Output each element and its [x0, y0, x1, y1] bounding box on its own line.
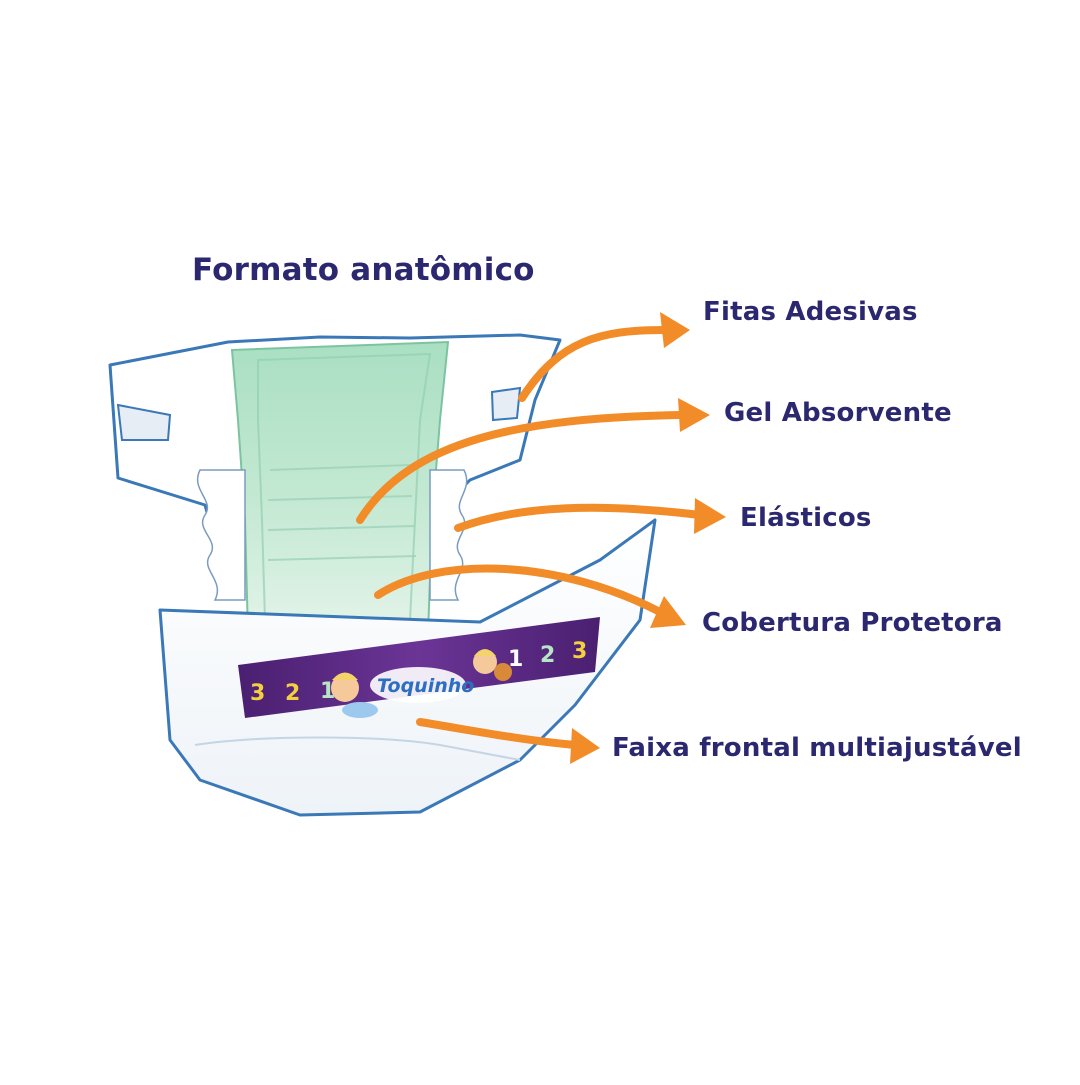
arrow-elasticos — [454, 503, 704, 532]
arrows — [356, 326, 704, 749]
svg-text:3: 3 — [250, 681, 265, 706]
band-numbers-right: 1 2 3 — [508, 639, 587, 672]
svg-text:1: 1 — [508, 647, 523, 672]
svg-text:2: 2 — [285, 681, 300, 706]
diagram-title: Formato anatômico — [192, 252, 535, 288]
svg-text:2: 2 — [540, 643, 555, 668]
baby-figure-right — [473, 649, 512, 681]
toquinho-logo: Toquinho — [370, 667, 474, 703]
arrow-faixa-frontal — [416, 718, 579, 749]
arrow-heads — [570, 312, 726, 764]
label-faixa-frontal: Faixa frontal multiajustável — [612, 733, 1022, 763]
right-tape — [490, 386, 522, 422]
label-cobertura-protetora: Cobertura Protetora — [702, 608, 1003, 638]
label-elasticos: Elásticos — [740, 503, 872, 533]
baby-figure-left — [331, 672, 378, 718]
arrow-cobertura-protetora — [374, 564, 664, 616]
band-numbers-left: 3 2 1 — [250, 679, 335, 706]
arrow-fitas-adesivas — [518, 326, 669, 402]
label-gel-absorvente: Gel Absorvente — [724, 398, 952, 428]
arrow-gel-absorvente — [356, 411, 684, 524]
left-tape — [116, 403, 172, 441]
svg-text:Toquinho: Toquinho — [377, 675, 474, 697]
label-fitas-adesivas: Fitas Adesivas — [703, 297, 918, 327]
svg-text:3: 3 — [572, 639, 587, 664]
